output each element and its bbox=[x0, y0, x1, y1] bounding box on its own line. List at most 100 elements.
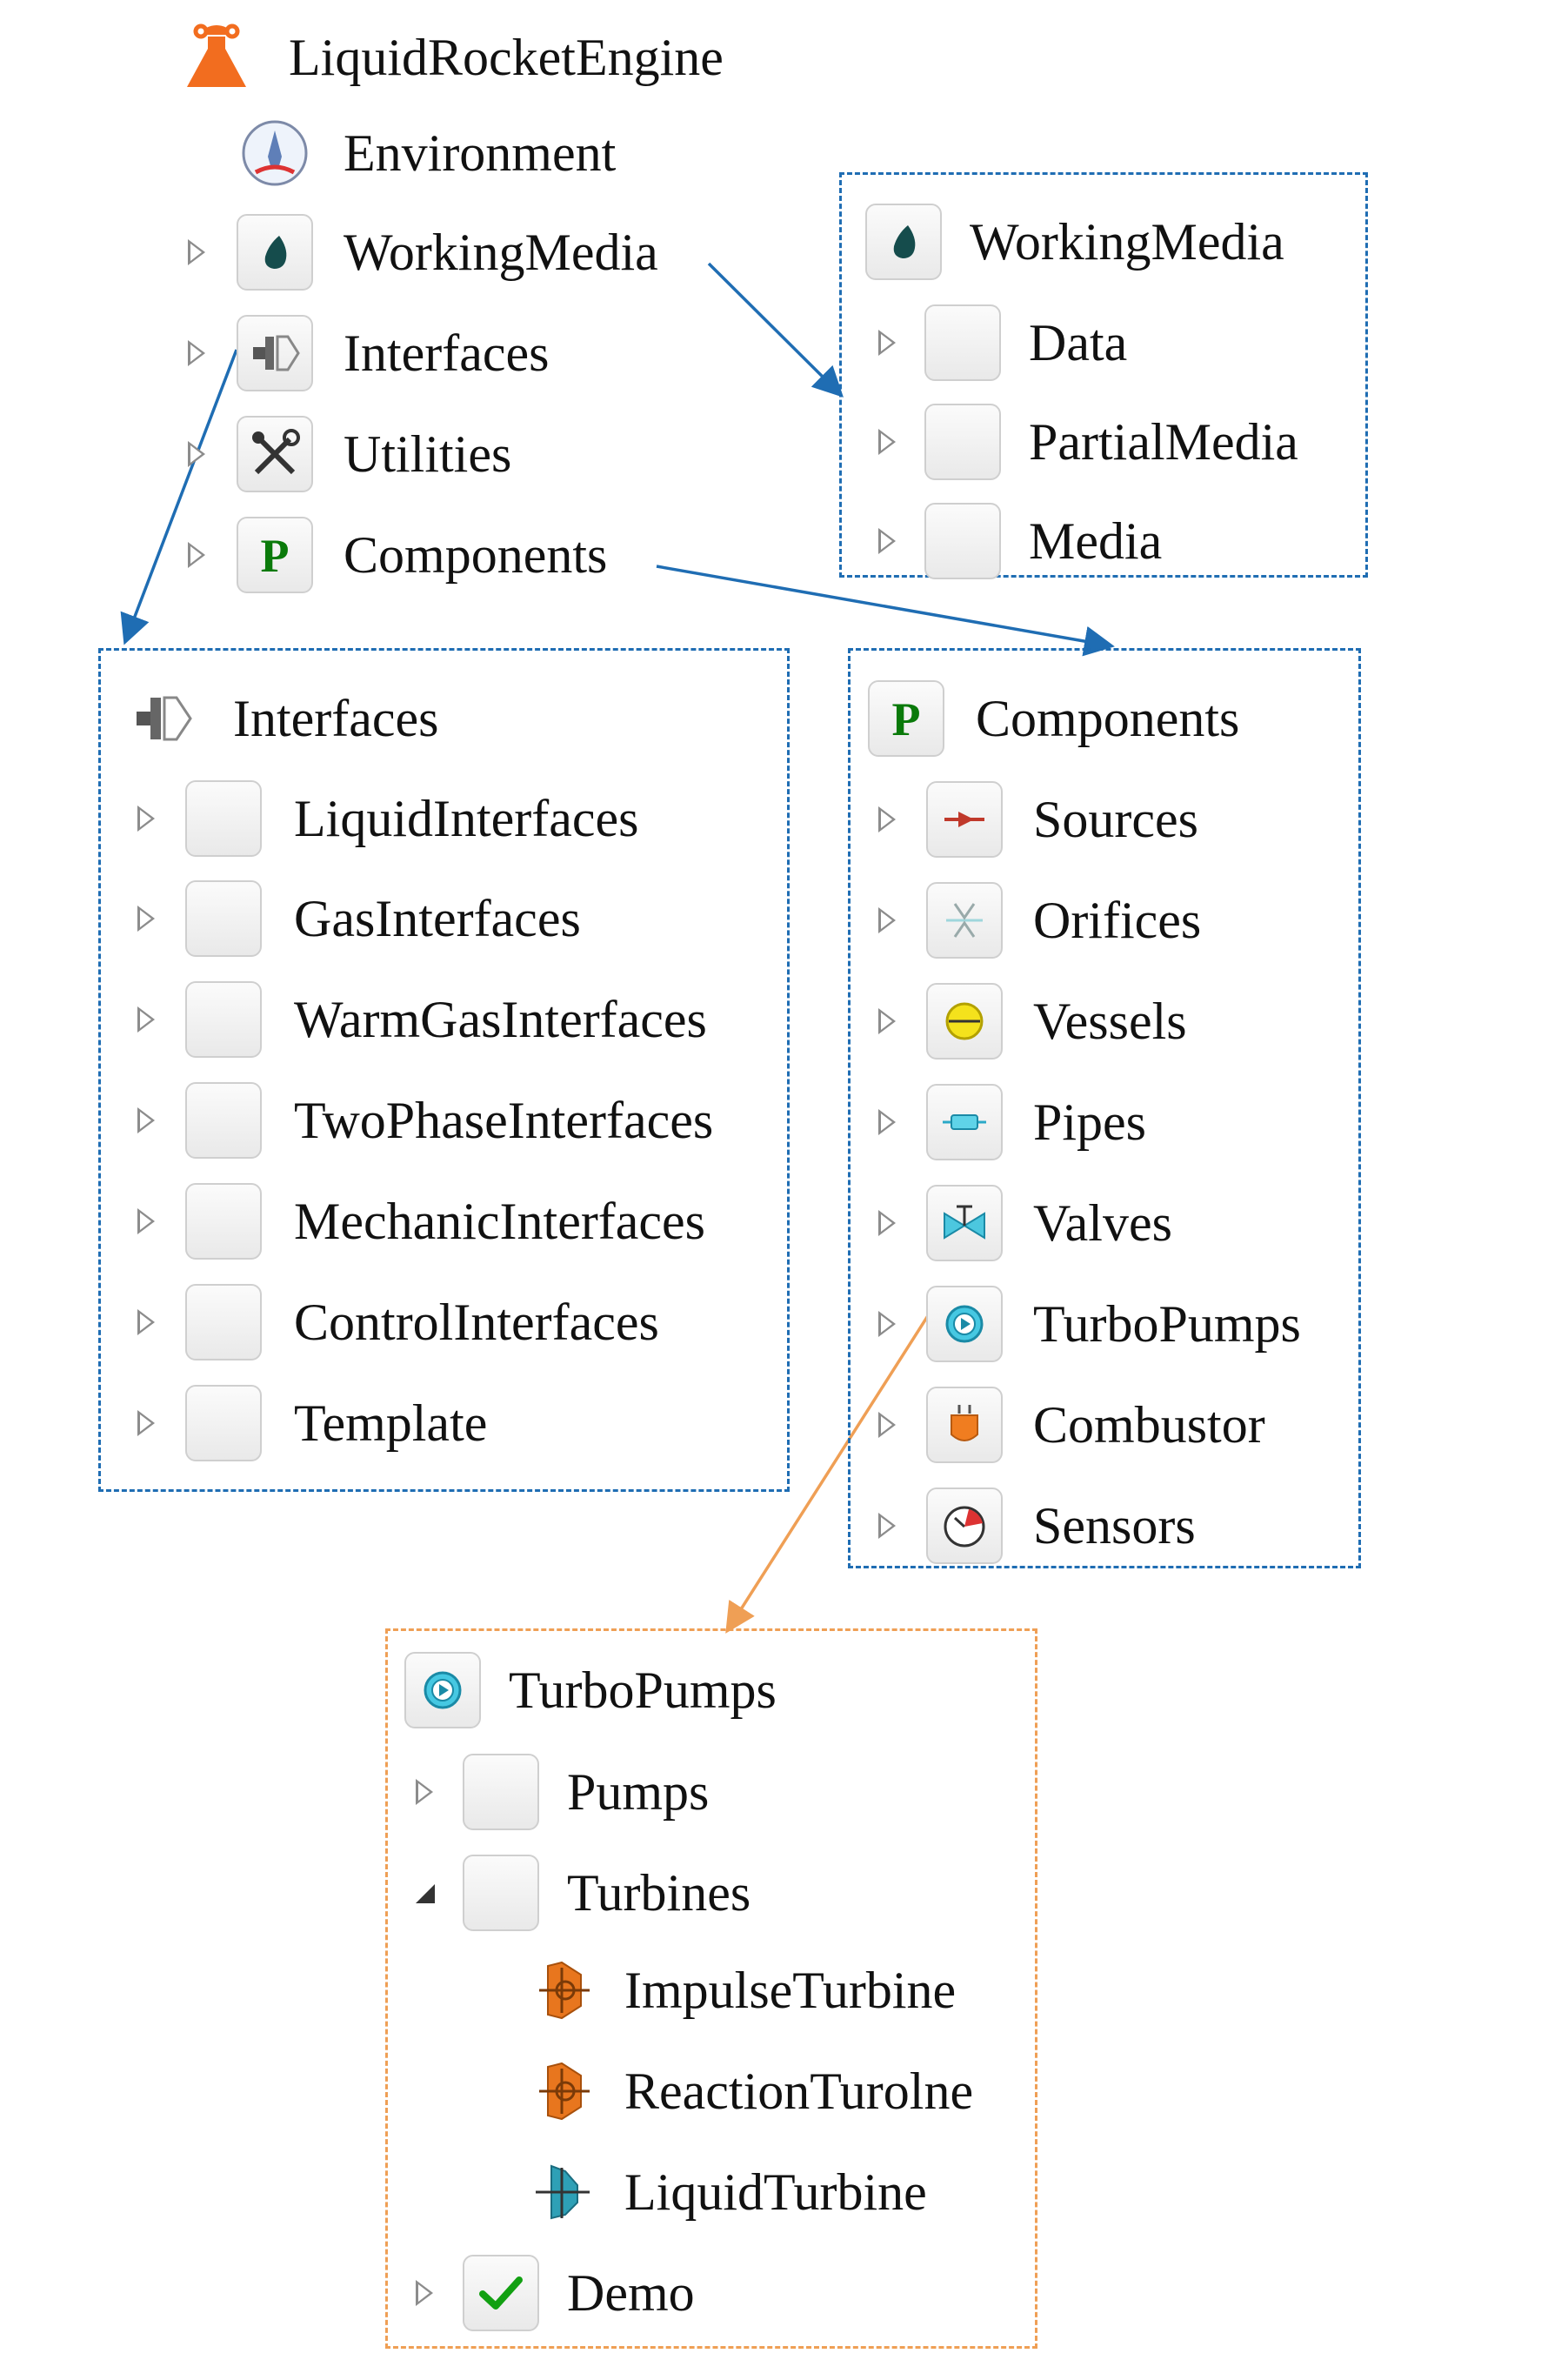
tree-item-orifices[interactable]: Orifices bbox=[0, 879, 1391, 962]
tree-item-combustor[interactable]: Combustor bbox=[0, 1383, 1391, 1467]
tree-label: WorkingMedia bbox=[344, 224, 658, 281]
rocket-engine-icon bbox=[178, 19, 255, 96]
checkmark-icon bbox=[463, 2255, 539, 2331]
tree-label: Pumps bbox=[567, 1763, 710, 1821]
environment-globe-icon bbox=[237, 115, 313, 191]
expand-arrow-icon[interactable] bbox=[137, 1208, 155, 1234]
tree-label: Sensors bbox=[1033, 1497, 1196, 1554]
turbine-orange-icon bbox=[524, 2053, 600, 2129]
collapse-arrow-icon[interactable] bbox=[416, 1884, 435, 1903]
expand-arrow-icon[interactable] bbox=[878, 1008, 896, 1034]
tree-item-data[interactable]: Data bbox=[0, 301, 1391, 384]
tree-item-pipes[interactable]: Pipes bbox=[0, 1080, 1391, 1164]
tree-label: LiquidRocketEngine bbox=[289, 29, 724, 86]
tree-label: Interfaces bbox=[344, 324, 550, 382]
tree-item-components[interactable]: P Components bbox=[0, 513, 783, 597]
expand-arrow-icon[interactable] bbox=[878, 806, 896, 832]
empty-package-icon bbox=[185, 981, 262, 1058]
tree-item-liquidrocketengine[interactable]: LiquidRocketEngine bbox=[0, 16, 783, 99]
tree-label: Turbines bbox=[567, 1864, 751, 1922]
expand-arrow-icon[interactable] bbox=[188, 542, 205, 568]
expand-arrow-icon[interactable] bbox=[878, 1513, 896, 1539]
tree-label: LiquidInterfaces bbox=[294, 790, 639, 847]
interfaces-panel bbox=[98, 648, 790, 1492]
tree-label: WarmGasInterfaces bbox=[294, 991, 707, 1048]
tree-item-turbines[interactable]: Turbines bbox=[0, 1851, 1131, 1935]
tree-item-workingmedia[interactable]: WorkingMedia bbox=[0, 211, 783, 294]
tree-item-warmgasinterfaces[interactable]: WarmGasInterfaces bbox=[0, 978, 783, 1061]
tree-item-gasinterfaces[interactable]: GasInterfaces bbox=[0, 877, 783, 960]
vessel-icon bbox=[926, 983, 1003, 1060]
empty-package-icon bbox=[463, 1754, 539, 1830]
panel-title-components[interactable]: P Components bbox=[0, 677, 1391, 760]
expand-arrow-icon[interactable] bbox=[137, 806, 155, 832]
empty-package-icon bbox=[924, 404, 1001, 480]
expand-arrow-icon[interactable] bbox=[878, 1210, 896, 1236]
empty-package-icon bbox=[463, 1855, 539, 1931]
tree-item-partialmedia[interactable]: PartialMedia bbox=[0, 400, 1391, 484]
tree-label: TurboPumps bbox=[1033, 1295, 1301, 1353]
tree-item-sources[interactable]: Sources bbox=[0, 778, 1391, 861]
tree-item-liquidinterfaces[interactable]: LiquidInterfaces bbox=[0, 777, 783, 860]
expand-arrow-icon[interactable] bbox=[878, 330, 896, 356]
tree-item-demo[interactable]: Demo bbox=[0, 2251, 1131, 2335]
panel-title-turbopumps[interactable]: TurboPumps bbox=[0, 1648, 1131, 1732]
tree-label: Data bbox=[1029, 314, 1128, 371]
connector-plug-icon bbox=[126, 680, 203, 757]
expand-arrow-icon[interactable] bbox=[137, 1410, 155, 1436]
expand-arrow-icon[interactable] bbox=[878, 429, 896, 455]
panel-title-workingmedia[interactable]: WorkingMedia bbox=[0, 200, 1391, 284]
expand-arrow-icon[interactable] bbox=[188, 441, 205, 467]
expand-arrow-icon[interactable] bbox=[137, 1006, 155, 1033]
tree-item-media[interactable]: Media bbox=[0, 499, 1391, 583]
expand-arrow-icon[interactable] bbox=[878, 528, 896, 554]
tree-item-environment[interactable]: Environment bbox=[0, 111, 783, 195]
tree-label: GasInterfaces bbox=[294, 890, 581, 947]
empty-package-icon bbox=[185, 1183, 262, 1260]
tree-item-template[interactable]: Template bbox=[0, 1381, 783, 1465]
expand-arrow-icon[interactable] bbox=[878, 1109, 896, 1135]
tree-label: LiquidTurbine bbox=[624, 2163, 927, 2221]
panel-title-interfaces[interactable]: Interfaces bbox=[0, 677, 783, 760]
empty-package-icon bbox=[185, 1082, 262, 1159]
tree-label: Orifices bbox=[1033, 892, 1202, 949]
expand-arrow-icon[interactable] bbox=[137, 1309, 155, 1335]
tree-item-liquidturbine[interactable]: LiquidTurbine bbox=[0, 2150, 1131, 2234]
expand-arrow-icon[interactable] bbox=[878, 1412, 896, 1438]
tree-item-sensors[interactable]: Sensors bbox=[0, 1484, 1391, 1568]
expand-arrow-icon[interactable] bbox=[137, 1107, 155, 1133]
pipe-icon bbox=[926, 1084, 1003, 1160]
empty-package-icon bbox=[924, 304, 1001, 381]
expand-arrow-icon[interactable] bbox=[416, 1779, 433, 1805]
tree-item-utilities[interactable]: Utilities bbox=[0, 412, 783, 496]
combustor-icon bbox=[926, 1387, 1003, 1463]
gauge-icon bbox=[926, 1488, 1003, 1564]
tree-label: Vessels bbox=[1033, 993, 1187, 1050]
tree-item-twophaseinterfaces[interactable]: TwoPhaseInterfaces bbox=[0, 1079, 783, 1162]
expand-arrow-icon[interactable] bbox=[416, 2280, 433, 2306]
turbopumps-panel bbox=[385, 1628, 1037, 2349]
expand-arrow-icon[interactable] bbox=[878, 1311, 896, 1337]
expand-arrow-icon[interactable] bbox=[188, 239, 205, 265]
expand-arrow-icon[interactable] bbox=[878, 907, 896, 933]
panel-title: Components bbox=[976, 690, 1240, 747]
tree-label: MechanicInterfaces bbox=[294, 1193, 706, 1250]
tree-item-mechanicinterfaces[interactable]: MechanicInterfaces bbox=[0, 1180, 783, 1263]
expand-arrow-icon[interactable] bbox=[137, 906, 155, 932]
tree-item-vessels[interactable]: Vessels bbox=[0, 979, 1391, 1063]
tree-label: PartialMedia bbox=[1029, 413, 1298, 471]
empty-package-icon bbox=[185, 780, 262, 857]
tree-item-turbopumps[interactable]: TurboPumps bbox=[0, 1282, 1391, 1366]
tree-item-impulseturbine[interactable]: ImpulseTurbine bbox=[0, 1949, 1131, 2032]
tree-label: Template bbox=[294, 1394, 488, 1452]
tree-item-pumps[interactable]: Pumps bbox=[0, 1750, 1131, 1834]
panel-title: Interfaces bbox=[233, 690, 439, 747]
expand-arrow-icon[interactable] bbox=[188, 340, 205, 366]
tree-item-reactionturbine[interactable]: ReactionTurolne bbox=[0, 2049, 1131, 2133]
tree-label: Valves bbox=[1033, 1194, 1172, 1252]
svg-text:P: P bbox=[892, 693, 921, 745]
tree-item-controlinterfaces[interactable]: ControlInterfaces bbox=[0, 1280, 783, 1364]
tree-item-interfaces[interactable]: Interfaces bbox=[0, 311, 783, 395]
tree-label: Combustor bbox=[1033, 1396, 1265, 1454]
tree-item-valves[interactable]: Valves bbox=[0, 1181, 1391, 1265]
